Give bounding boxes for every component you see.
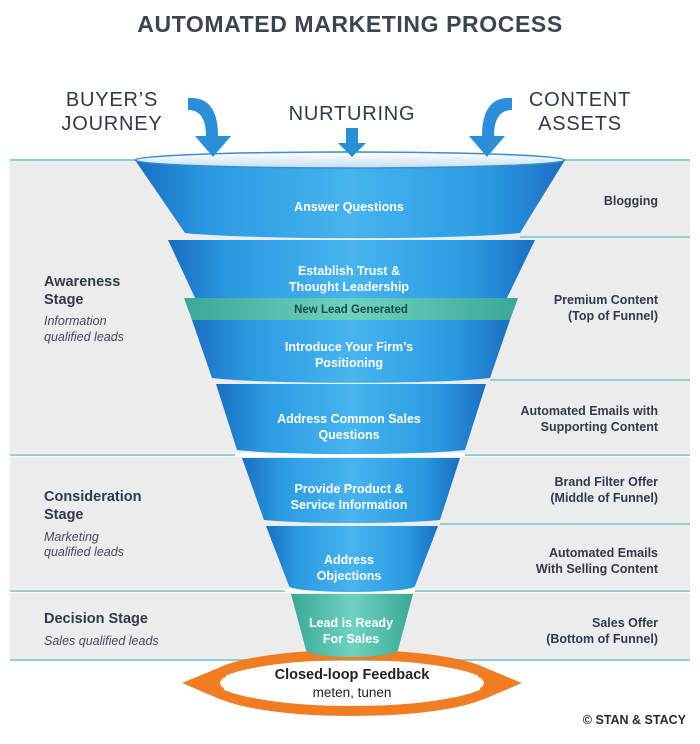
feedback-arrowhead-right-icon bbox=[476, 664, 522, 700]
stage-consideration-sub-line1: Marketing bbox=[44, 530, 99, 544]
stage-awareness-name-line2: Stage bbox=[44, 292, 84, 308]
segment-label-lead-ready-line1: Lead is Ready bbox=[309, 616, 393, 630]
asset-automated-emails-selling-line2: With Selling Content bbox=[536, 562, 659, 576]
stage-awareness-name-line1: Awareness bbox=[44, 274, 120, 290]
stage-consideration-name-line1: Consideration bbox=[44, 489, 141, 505]
feedback-arrowhead-left-icon bbox=[182, 664, 228, 700]
segment-label-answer-questions: Answer Questions bbox=[294, 200, 404, 214]
divider-lines bbox=[10, 159, 690, 661]
header-buyers-journey-line1: BUYER’S bbox=[66, 89, 158, 111]
copyright-text: © STAN & STACY bbox=[583, 713, 687, 727]
asset-premium-content-line1: Premium Content bbox=[554, 293, 659, 307]
asset-brand-filter-offer-line2: (Middle of Funnel) bbox=[550, 491, 658, 505]
feedback-subtitle: meten, tunen bbox=[313, 685, 392, 700]
asset-sales-offer-line2: (Bottom of Funnel) bbox=[546, 632, 658, 646]
segment-label-product-service-line2: Service Information bbox=[291, 498, 408, 512]
funnel-segment-address-objections bbox=[266, 526, 438, 592]
stage-awareness-sub-line1: Information bbox=[44, 314, 107, 328]
asset-blogging: Blogging bbox=[604, 194, 658, 208]
curved-arrow-left-icon bbox=[188, 97, 231, 157]
segment-label-lead-ready-line2: For Sales bbox=[323, 632, 379, 646]
stage-decision-name: Decision Stage bbox=[44, 611, 148, 627]
segment-label-establish-trust-line1: Establish Trust & bbox=[298, 264, 400, 278]
funnel-segment-address-sales-questions bbox=[216, 384, 486, 455]
stage-decision-sub: Sales qualified leads bbox=[44, 634, 159, 648]
feedback-label-background bbox=[220, 662, 484, 704]
header-content-assets-line1: CONTENT bbox=[529, 89, 631, 111]
asset-sales-offer-line1: Sales Offer bbox=[592, 616, 658, 630]
stage-awareness-sub-line2: qualified leads bbox=[44, 330, 124, 344]
feedback-title: Closed-loop Feedback bbox=[275, 667, 431, 683]
funnel bbox=[134, 151, 566, 657]
asset-premium-content-line2: (Top of Funnel) bbox=[568, 309, 658, 323]
band-label-new-lead-generated: New Lead Generated bbox=[294, 304, 408, 316]
header-content-assets-line2: ASSETS bbox=[538, 113, 622, 135]
segment-label-address-sales-questions-line1: Address Common Sales bbox=[277, 412, 421, 426]
asset-brand-filter-offer-line1: Brand Filter Offer bbox=[555, 475, 659, 489]
asset-automated-emails-supporting-line1: Automated Emails with bbox=[520, 404, 658, 418]
nurturing-arrows bbox=[188, 97, 512, 157]
stage-consideration-name-line2: Stage bbox=[44, 507, 84, 523]
segment-label-introduce-positioning-line1: Introduce Your Firm’s bbox=[285, 340, 413, 354]
funnel-segment-establish-trust bbox=[168, 240, 535, 305]
funnel-segment-answer-questions bbox=[135, 160, 565, 239]
header-nurturing: NURTURING bbox=[289, 103, 416, 125]
segment-label-establish-trust-line2: Thought Leadership bbox=[289, 280, 410, 294]
funnel-segment-lead-ready bbox=[291, 594, 413, 657]
asset-automated-emails-supporting-line2: Supporting Content bbox=[541, 420, 659, 434]
funnel-band-new-lead-generated bbox=[184, 298, 518, 320]
segment-label-address-objections-line2: Objections bbox=[317, 569, 382, 583]
page-title: AUTOMATED MARKETING PROCESS bbox=[137, 11, 563, 37]
segment-label-address-objections-line1: Address bbox=[324, 553, 374, 567]
down-arrow-center-icon bbox=[338, 128, 366, 157]
asset-automated-emails-selling-line1: Automated Emails bbox=[549, 546, 658, 560]
funnel-segment-product-service-info bbox=[242, 458, 460, 524]
segment-label-address-sales-questions-line2: Questions bbox=[318, 428, 379, 442]
stage-consideration-sub-line2: qualified leads bbox=[44, 545, 124, 559]
feedback-loop bbox=[182, 650, 522, 716]
header-buyers-journey-line2: JOURNEY bbox=[61, 113, 162, 135]
curved-arrow-right-icon bbox=[469, 97, 512, 157]
funnel-segment-introduce-positioning bbox=[192, 320, 510, 383]
segment-label-product-service-line1: Provide Product & bbox=[294, 482, 403, 496]
segment-label-introduce-positioning-line2: Positioning bbox=[315, 356, 383, 370]
